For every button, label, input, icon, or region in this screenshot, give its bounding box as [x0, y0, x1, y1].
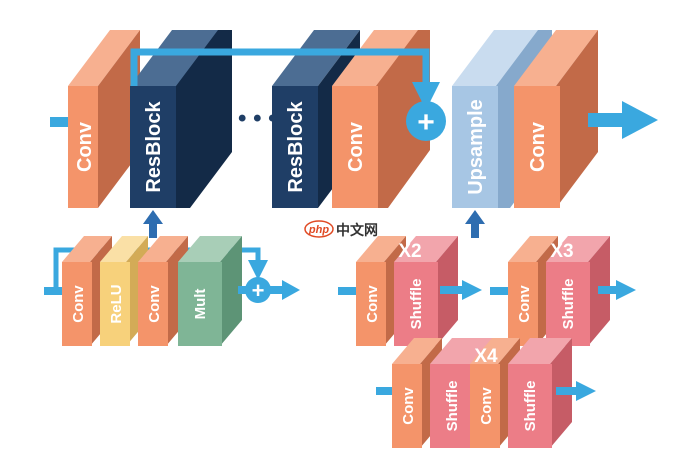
- x2-input-arrow: [338, 287, 358, 295]
- top-resblock-1-block: ResBlock: [130, 30, 232, 208]
- x4-factor-label: X4: [474, 346, 498, 367]
- upsample-detail-up-arrow: [465, 210, 485, 238]
- x2-factor-label: X2: [398, 241, 421, 262]
- x3-conv-label: Conv: [516, 285, 533, 323]
- top-conv-3-block: Conv: [514, 30, 598, 208]
- detail-add-symbol: +: [252, 278, 265, 303]
- top-output-arrow: [588, 101, 658, 139]
- x3-shuffle-block: Shuffle: [546, 236, 610, 346]
- detail-mult-block: Mult: [178, 236, 242, 346]
- x2-shuffle-label: Shuffle: [408, 279, 425, 330]
- ellipsis: • • •: [238, 105, 277, 132]
- x4-conv-1-label: Conv: [400, 387, 417, 425]
- x3-output-arrow: [598, 280, 636, 300]
- top-resblock-1-label: ResBlock: [143, 101, 165, 193]
- top-add-symbol: +: [417, 106, 435, 139]
- top-skip-connection: [130, 48, 440, 110]
- x3-input-arrow: [490, 287, 510, 295]
- php-logo-text: php: [308, 224, 329, 236]
- detail-output-arrow: [270, 280, 300, 300]
- x2-conv-label: Conv: [364, 285, 381, 323]
- detail-link-arrow: [238, 286, 246, 294]
- x4-output-arrow: [556, 381, 596, 401]
- top-add-node: +: [406, 101, 446, 141]
- resblock-detail-up-arrow: [143, 210, 163, 238]
- detail-relu-label: ReLU: [108, 284, 125, 323]
- x3-shuffle-label: Shuffle: [560, 279, 577, 330]
- upsample-x2: Conv Shuffle X2: [338, 236, 482, 346]
- x3-factor-label: X3: [550, 241, 573, 262]
- top-conv-1-block: Conv: [68, 30, 140, 208]
- top-upsample-label: Upsample: [465, 99, 487, 195]
- top-conv-2-label: Conv: [345, 121, 367, 172]
- php-logo: [304, 220, 334, 238]
- x2-output-arrow: [440, 280, 482, 300]
- top-conv-1-label: Conv: [74, 121, 96, 172]
- x4-shuffle-2-label: Shuffle: [522, 381, 539, 432]
- x4-input-arrow: [376, 387, 394, 395]
- resblock-input-arrow: [44, 287, 64, 295]
- watermark: php 中文网: [304, 220, 378, 238]
- top-row: Conv ResBlock • • • ResBlock Conv: [50, 30, 658, 238]
- resblock-detail: Conv ReLU Conv Mult +: [44, 236, 300, 346]
- top-conv-2-block: Conv: [332, 30, 430, 208]
- input-arrow: [50, 117, 70, 127]
- detail-add-node: +: [245, 277, 271, 303]
- x4-shuffle-2-block: Shuffle: [508, 338, 572, 448]
- upsample-x4: Conv Shuffle Conv Shuffle X4: [376, 338, 596, 448]
- detail-mult-label: Mult: [192, 289, 209, 320]
- top-resblock-2-block: ResBlock: [272, 30, 360, 208]
- detail-conv-2-label: Conv: [146, 285, 163, 323]
- x4-shuffle-1-label: Shuffle: [444, 381, 461, 432]
- detail-conv-1-label: Conv: [70, 285, 87, 323]
- upsample-x3: Conv Shuffle X3: [490, 236, 636, 346]
- watermark-text: 中文网: [336, 222, 378, 238]
- x4-conv-2-label: Conv: [478, 387, 495, 425]
- top-conv-3-label: Conv: [527, 121, 549, 172]
- top-resblock-2-label: ResBlock: [285, 101, 307, 193]
